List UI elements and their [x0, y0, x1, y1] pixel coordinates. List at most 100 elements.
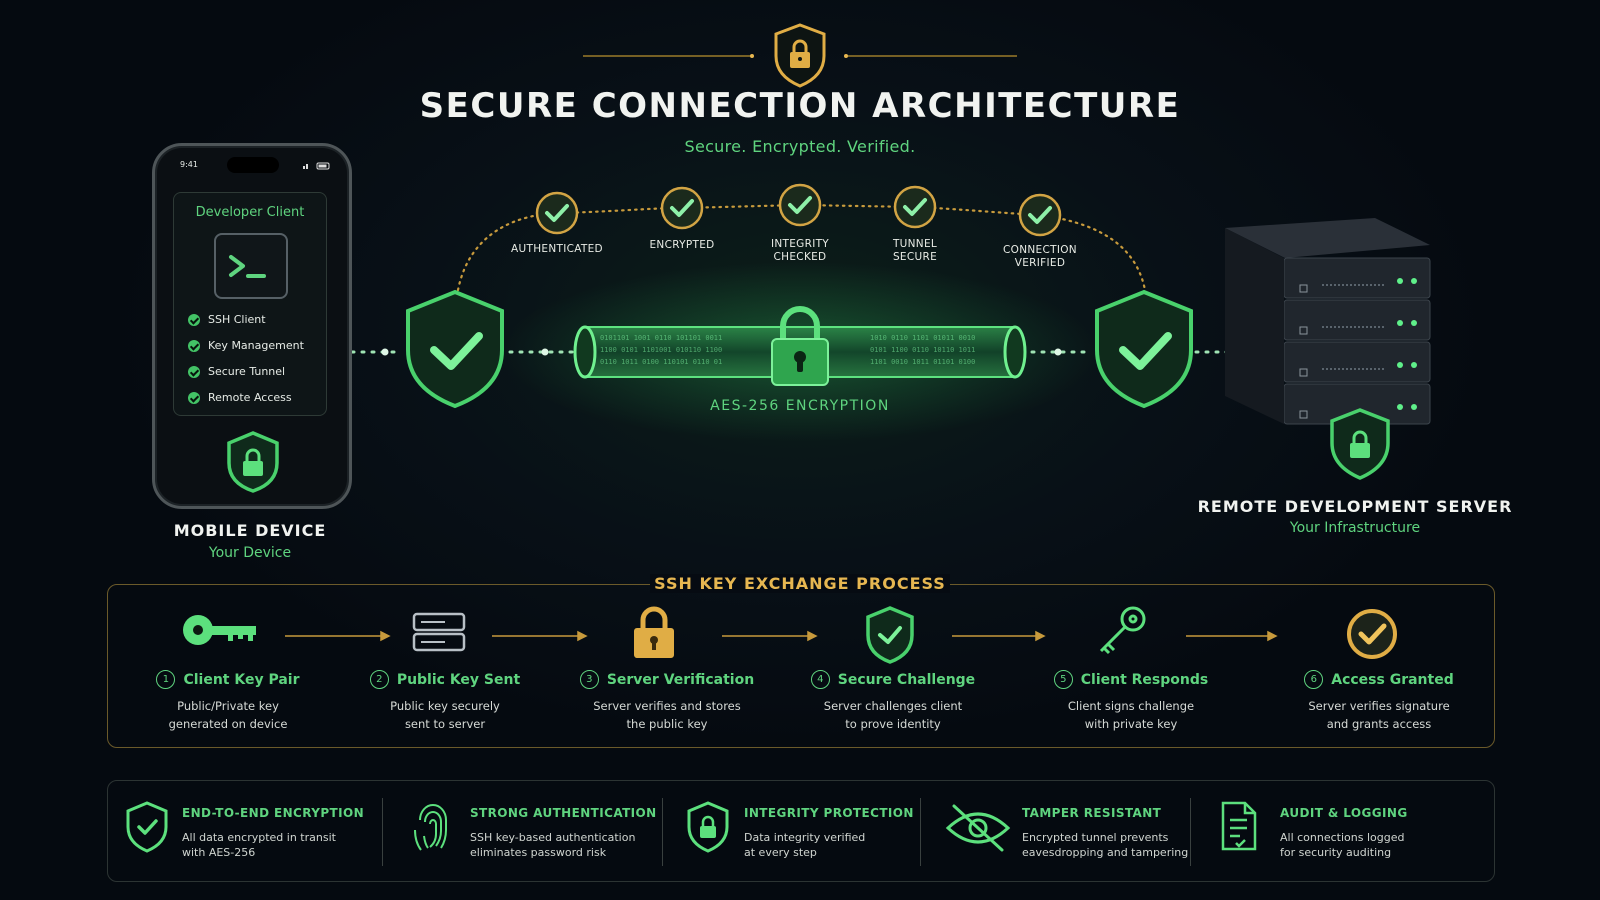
- tunnel-label: AES-256 ENCRYPTION: [710, 398, 890, 414]
- tunnel-padlock-icon: [771, 306, 829, 386]
- mobile-title: MOBILE DEVICE: [173, 521, 327, 540]
- fingerprint-icon: [414, 804, 447, 851]
- check-icon: [188, 365, 200, 378]
- check-tunnel-icon: [893, 185, 937, 229]
- step-desc: Public key securely: [390, 699, 500, 713]
- feature-desc: eavesdropping and tampering: [1022, 846, 1189, 859]
- check-integrity-icon: [778, 183, 822, 227]
- divider: [662, 798, 663, 866]
- feature-title: TAMPER RESISTANT: [1022, 806, 1162, 820]
- step-number: 4: [810, 670, 830, 689]
- divider: [1190, 798, 1191, 866]
- encrypted-tunnel: 0101101 1001 0110 101101 0011 1100 0101 …: [573, 325, 1027, 379]
- panel-title: Developer Client: [195, 205, 305, 220]
- server-shield-lock-icon: [1330, 408, 1390, 480]
- divider: [920, 798, 921, 866]
- mobile-subtitle: Your Device: [208, 545, 292, 561]
- feature-desc: for security auditing: [1280, 846, 1392, 859]
- feature-ssh-client: SSH Client: [188, 313, 266, 326]
- step-desc: generated on device: [168, 717, 288, 731]
- feature-key-management: Key Management: [188, 339, 304, 352]
- svg-text:0101 1100 0110 10110 1011: 0101 1100 0110 10110 1011: [870, 346, 975, 354]
- page-subtitle: Secure. Encrypted. Verified.: [684, 137, 916, 156]
- feature-authentication: STRONG AUTHENTICATION SSH key-based auth…: [470, 806, 657, 860]
- feature-label: Secure Tunnel: [208, 365, 286, 378]
- feature-secure-tunnel: Secure Tunnel: [188, 365, 285, 378]
- step-desc: sent to server: [404, 717, 486, 731]
- client-shield-check-icon: [406, 289, 504, 409]
- feature-title: END-TO-END ENCRYPTION: [182, 806, 365, 820]
- feature-desc: with AES-256: [182, 846, 256, 859]
- step-desc: the public key: [626, 717, 708, 731]
- step-desc: Client signs challenge: [1067, 699, 1195, 713]
- feature-desc: All data encrypted in transit: [182, 831, 336, 844]
- padlock-icon: [634, 606, 674, 658]
- check-label-integrity: INTEGRITY CHECKED: [770, 238, 830, 263]
- key-icon: [183, 615, 256, 645]
- feature-audit: AUDIT & LOGGING All connections logged fo…: [1280, 806, 1408, 860]
- check-label-connection: CONNECTION VERIFIED: [1003, 244, 1077, 269]
- page-title: SECURE CONNECTION ARCHITECTURE: [419, 86, 1181, 126]
- feature-label: Remote Access: [208, 391, 292, 404]
- step-desc: Server verifies and stores: [593, 699, 741, 713]
- eye-off-icon: [945, 804, 1011, 852]
- shield-check-icon: [126, 801, 168, 853]
- feature-desc: Encrypted tunnel prevents: [1022, 831, 1169, 844]
- step-title: Secure Challenge: [837, 671, 976, 688]
- key-outline-icon: [1099, 606, 1146, 655]
- phone-notch: [227, 157, 279, 173]
- feature-encryption: END-TO-END ENCRYPTION All data encrypted…: [182, 806, 364, 860]
- svg-text:1010 0110 1101 01011 0010: 1010 0110 1101 01011 0010: [870, 334, 975, 342]
- shield-lock-icon: [687, 801, 729, 853]
- step-number: 3: [579, 670, 599, 689]
- step-desc: with private key: [1084, 717, 1178, 731]
- step-number: 1: [156, 670, 176, 689]
- feature-desc: All connections logged: [1280, 831, 1405, 844]
- server-subtitle: Your Infrastructure: [1289, 520, 1421, 536]
- divider: [382, 798, 383, 866]
- feature-tamper: TAMPER RESISTANT Encrypted tunnel preven…: [1022, 806, 1188, 860]
- check-connection-icon: [1018, 193, 1062, 237]
- svg-text:1100 0101 1101001 010110 1100: 1100 0101 1101001 010110 1100: [600, 346, 722, 354]
- svg-text:1101 0010 1011 01101 0100: 1101 0010 1011 01101 0100: [870, 358, 975, 366]
- feature-integrity: INTEGRITY PROTECTION Data integrity veri…: [744, 806, 914, 860]
- check-label-authenticated: AUTHENTICATED: [511, 243, 603, 255]
- feature-desc: Data integrity verified: [744, 831, 866, 844]
- step-desc: Server verifies signature: [1308, 699, 1450, 713]
- step-desc: Server challenges client: [823, 699, 963, 713]
- step-desc: and grants access: [1326, 717, 1432, 731]
- step-1: 1 Client Key Pair Public/Private key gener…: [133, 670, 323, 733]
- feature-desc: eliminates password risk: [470, 846, 607, 859]
- feature-title: STRONG AUTHENTICATION: [470, 806, 657, 820]
- step-number: 6: [1304, 670, 1324, 689]
- status-icons: [303, 162, 330, 170]
- shield-check-icon: [866, 606, 914, 664]
- feature-title: INTEGRITY PROTECTION: [744, 806, 914, 820]
- step-title: Public Key Sent: [396, 671, 521, 688]
- header-shield-icon: [774, 23, 826, 88]
- svg-text:0101101 1001 0110 101101 0011: 0101101 1001 0110 101101 0011: [600, 334, 722, 342]
- step-desc: to prove identity: [845, 717, 941, 731]
- check-icon: [188, 391, 200, 404]
- check-label-tunnel: TUNNEL SECURE: [892, 238, 938, 263]
- feature-label: SSH Client: [208, 313, 266, 326]
- check-encrypted-icon: [660, 186, 704, 230]
- check-circle-icon: [1347, 609, 1397, 659]
- feature-title: AUDIT & LOGGING: [1280, 806, 1408, 820]
- check-icon: [188, 313, 200, 326]
- step-title: Client Key Pair: [183, 671, 300, 688]
- svg-text:0110 1011 0100 110101 0110 01: 0110 1011 0100 110101 0110 01: [600, 358, 722, 366]
- step-title: Client Responds: [1080, 671, 1209, 688]
- step-desc: Public/Private key: [177, 699, 279, 713]
- feature-desc: SSH key-based authentication: [470, 831, 636, 844]
- server-shield-check-icon: [1095, 289, 1193, 409]
- document-icon: [1221, 801, 1257, 851]
- feature-label: Key Management: [208, 339, 304, 352]
